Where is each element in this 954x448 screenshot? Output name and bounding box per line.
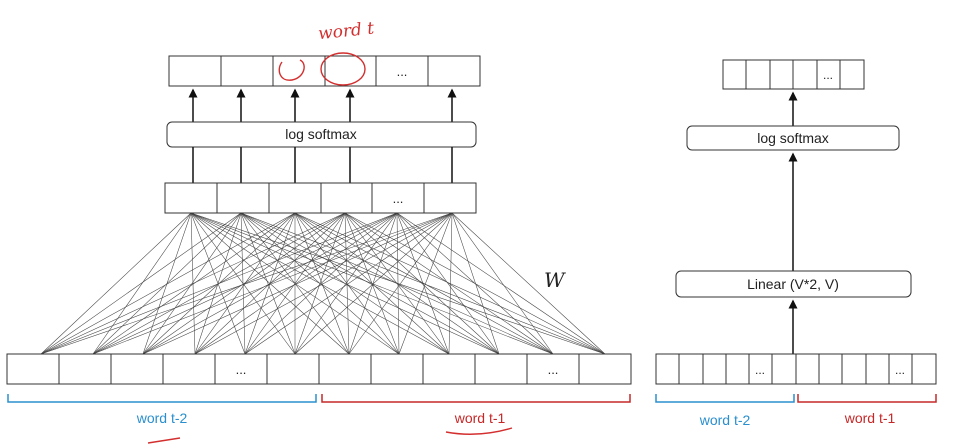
brace-label-word-t-2: word t-2 [136, 410, 188, 426]
connection-line [294, 212, 554, 355]
connection-line [92, 212, 242, 355]
connection-line [40, 212, 346, 355]
connection-line [348, 212, 398, 355]
annotation-circle-2 [320, 52, 366, 86]
hidden-to-softmax-lines [192, 147, 453, 183]
weight-matrix-label: W [544, 268, 566, 292]
connection-line [142, 212, 398, 355]
connection-line [348, 212, 453, 355]
connection-line [344, 212, 400, 355]
connection-line [451, 212, 500, 355]
hidden-vector: ... [164, 182, 477, 214]
connection-line [244, 212, 346, 355]
connection-line [396, 212, 606, 355]
right-log-softmax-label: log softmax [757, 130, 829, 146]
connection-line [40, 212, 453, 355]
connection-line [194, 212, 242, 355]
connection-line [240, 212, 500, 355]
connection-line [294, 212, 453, 355]
connection-line [244, 212, 398, 355]
connection-line [244, 212, 453, 355]
annotation-underline [445, 427, 513, 435]
connection-line [294, 212, 398, 355]
connection-line [451, 212, 554, 355]
connection-line [448, 212, 453, 355]
connection-line [344, 212, 350, 355]
connection-line [240, 212, 296, 355]
right-output-vector: ... [722, 59, 865, 90]
connection-line [398, 212, 453, 355]
annotation-circle-1 [278, 59, 305, 81]
connection-line [240, 212, 246, 355]
connection-line [396, 212, 400, 355]
linear-layer-box: Linear (V*2, V) [675, 270, 912, 298]
output-vector: ... [168, 55, 481, 87]
connection-line [92, 212, 192, 355]
right-output-ellipsis: ... [823, 68, 833, 82]
input-vector: ... ... [6, 353, 632, 385]
brace-label-word-t-1: word t-1 [454, 410, 506, 426]
hidden-ellipsis: ... [393, 191, 404, 206]
output-ellipsis: ... [397, 64, 408, 79]
connection-line [40, 212, 192, 355]
annotation-dash [147, 437, 181, 444]
right-log-softmax-box: log softmax [686, 125, 900, 151]
right-panel: ... log softmax Linear (V*2, V) [655, 59, 937, 428]
connection-line [40, 212, 398, 355]
log-softmax-label: log softmax [285, 126, 357, 142]
softmax-to-output-arrows [188, 88, 457, 122]
right-brace-word-t-1: word t-1 [797, 394, 937, 426]
connection-line [92, 212, 453, 355]
connection-line [142, 212, 453, 355]
connection-line [194, 212, 398, 355]
right-input-ellipsis-right: ... [895, 363, 905, 377]
connection-line [92, 212, 296, 355]
right-input-ellipsis-left: ... [755, 363, 765, 377]
input-ellipsis-left: ... [236, 362, 247, 377]
connection-line [240, 212, 450, 355]
connection-line [344, 212, 554, 355]
connection-line [92, 212, 398, 355]
connection-line [396, 212, 500, 355]
annotation-word-t: word t [317, 19, 375, 45]
connection-line [142, 212, 242, 355]
dense-connections [40, 212, 606, 355]
right-brace-label-word-t-2: word t-2 [699, 412, 751, 428]
connection-line [194, 212, 453, 355]
connection-line [451, 212, 606, 355]
connection-line [294, 212, 346, 355]
brace-word-t-1: word t-1 [321, 394, 631, 426]
right-brace-word-t-2: word t-2 [655, 394, 795, 428]
input-ellipsis-right: ... [548, 362, 559, 377]
connection-line [344, 212, 450, 355]
brace-word-t-2: word t-2 [7, 394, 317, 426]
linear-layer-label: Linear (V*2, V) [747, 276, 839, 292]
connection-line [294, 212, 350, 355]
connection-line [396, 212, 450, 355]
connection-line [142, 212, 346, 355]
connection-line [40, 212, 296, 355]
connection-line [396, 212, 554, 355]
right-brace-label-word-t-1: word t-1 [844, 410, 896, 426]
left-panel: ... log softmax [6, 19, 632, 444]
log-softmax-box: log softmax [166, 121, 477, 148]
connection-line [40, 212, 242, 355]
connection-line [344, 212, 500, 355]
right-input-vector: ... ... [655, 353, 937, 385]
